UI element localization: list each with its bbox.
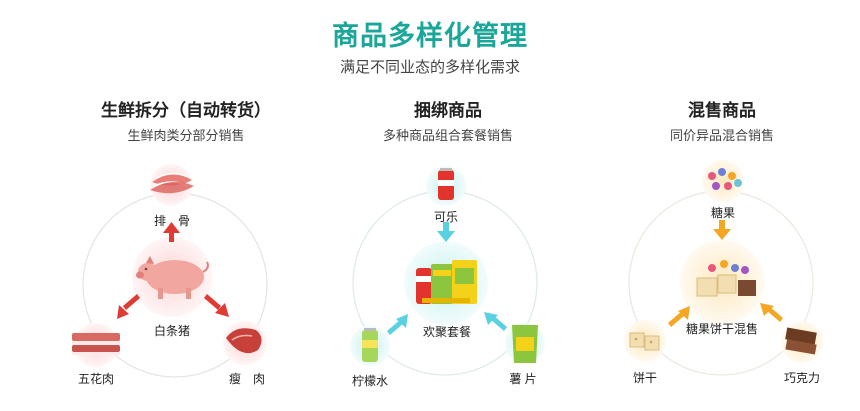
page-subtitle: 满足不同业态的多样化需求 (339, 59, 520, 76)
combo-meal-label: 欢聚套餐 (422, 325, 472, 339)
bundle-title: 捆绑商品 (414, 101, 482, 120)
chips-bag-icon (512, 325, 538, 363)
biscuit-label: 饼干 (632, 371, 658, 385)
pig-icon (136, 256, 209, 299)
lemonade-can-icon (362, 328, 378, 362)
chips-label: 薯 片 (509, 372, 537, 386)
candy-label: 糖果 (710, 206, 736, 220)
fresh-split-title: 生鲜拆分（自动转货） (101, 101, 271, 120)
lemonade-label: 柠檬水 (351, 374, 389, 388)
mixed-arrows (668, 220, 783, 327)
candy-icon (708, 168, 742, 190)
mixed-candy-biscuit-icon (696, 260, 756, 297)
candy-halo (702, 160, 744, 202)
combo-meal-icon (416, 260, 477, 304)
lean-meat-label: 瘦 肉 (228, 372, 266, 386)
fresh-split-subtitle: 生鲜肉类分部分销售 (127, 128, 245, 143)
mixed-sale-title: 混售商品 (688, 101, 756, 120)
pork-belly-icon (72, 333, 120, 355)
biscuit-icon (629, 332, 660, 351)
bundle-subtitle: 多种商品组合套餐销售 (382, 128, 513, 143)
mixed-sale-diagram (624, 160, 823, 376)
bundle-diagram (350, 166, 545, 376)
cola-can-icon (438, 168, 454, 200)
cola-label: 可乐 (433, 210, 459, 224)
whole-pig-label: 白条猪 (153, 324, 191, 338)
chocolate-label: 巧克力 (783, 371, 821, 385)
bundle-arrows (387, 222, 507, 335)
chocolate-icon (785, 327, 817, 355)
lean-meat-icon (226, 328, 262, 354)
fresh-arrows (117, 222, 229, 319)
page-title: 商品多样化管理 (332, 21, 528, 51)
ribs-icon (150, 173, 194, 194)
ribs-label: 排 骨 (153, 214, 191, 228)
fresh-split-diagram (72, 164, 268, 378)
mixed-sale-center-label: 糖果饼干混售 (685, 322, 759, 336)
mixed-sale-subtitle: 同价异品混合销售 (669, 128, 774, 143)
pork-belly-label: 五花肉 (77, 372, 115, 386)
